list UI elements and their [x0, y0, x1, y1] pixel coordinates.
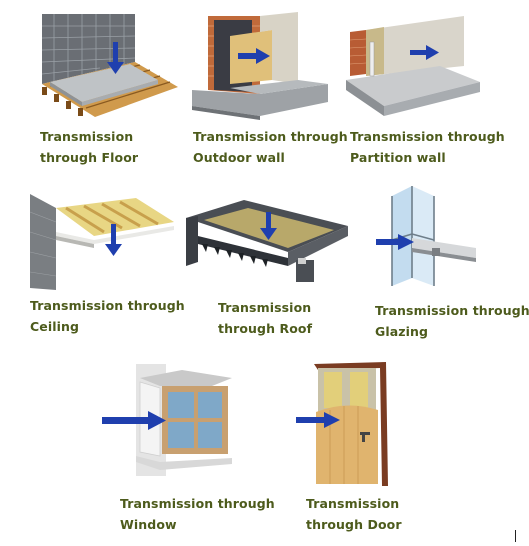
ceiling-illustration — [26, 192, 176, 292]
outdoor-wall-illustration — [190, 10, 330, 122]
window-illustration — [100, 360, 245, 480]
text-cursor — [515, 530, 516, 542]
roof-illustration — [184, 196, 350, 286]
floor-illustration — [40, 12, 180, 122]
door-illustration — [294, 360, 394, 488]
partition-wall-illustration — [344, 14, 482, 122]
glazing-illustration — [372, 182, 482, 290]
